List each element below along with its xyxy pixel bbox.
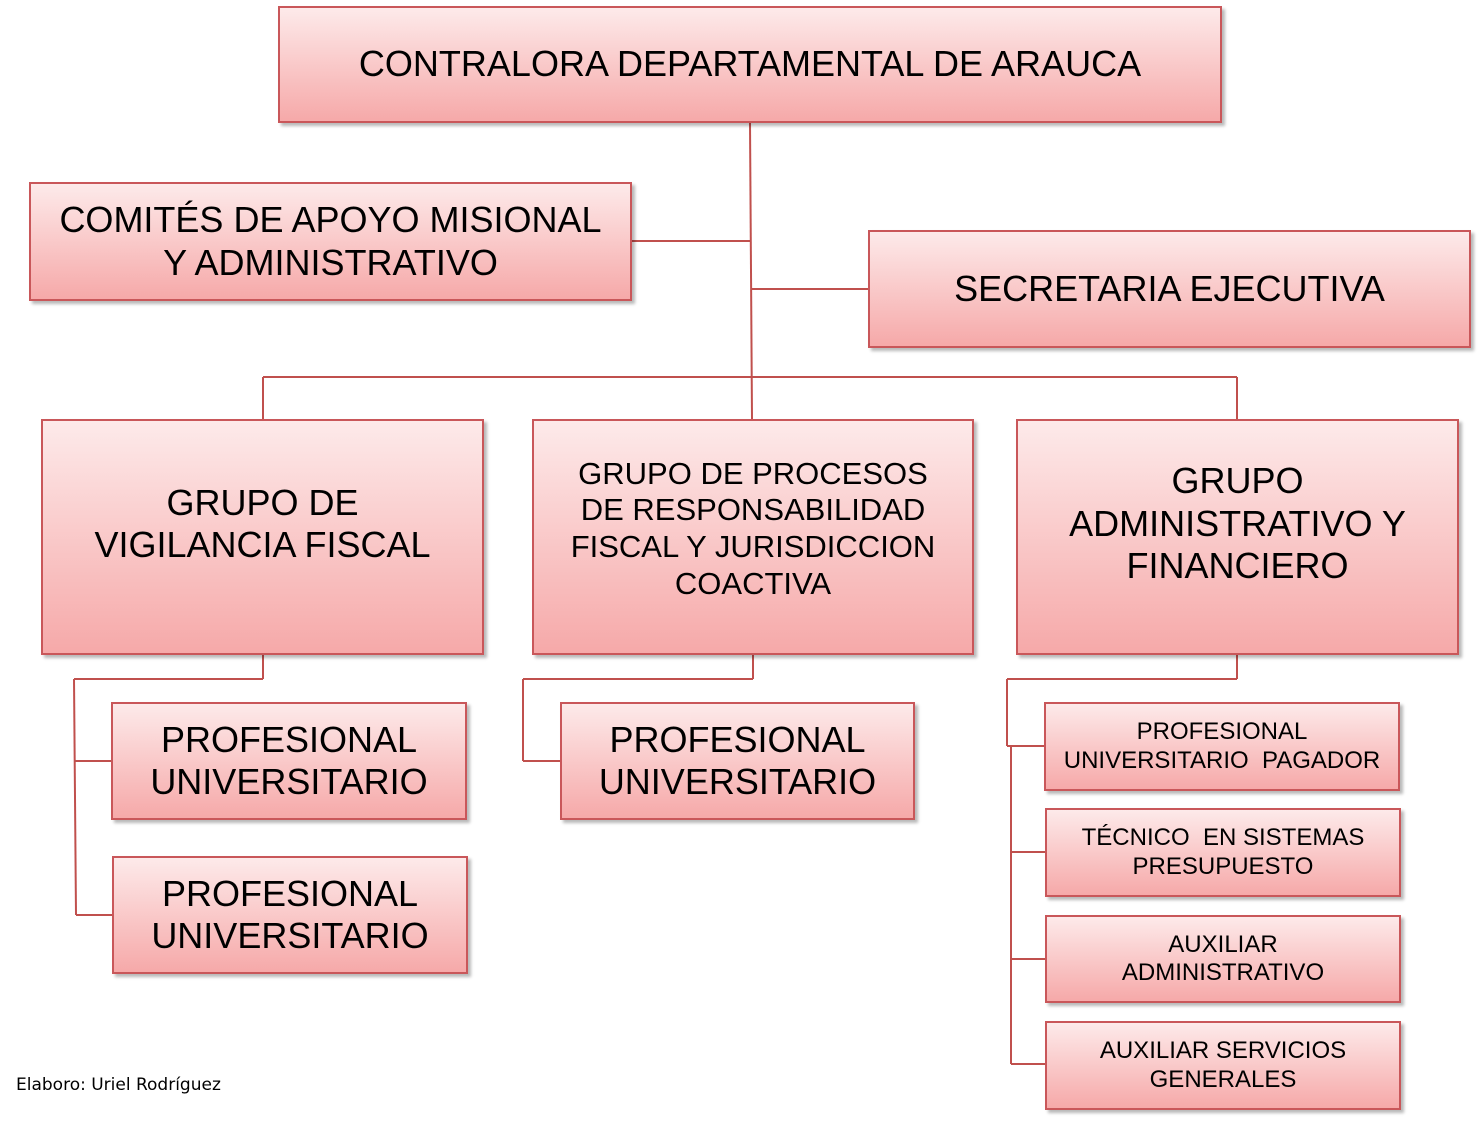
node-label-line: VIGILANCIA FISCAL [94,524,431,565]
node-secretaria-ejecutiva: SECRETARIA EJECUTIVA [868,230,1471,348]
node-label-line: CONTRALORA DEPARTAMENTAL DE ARAUCA [358,43,1142,85]
node-label-line: FISCAL Y JURISDICCION [570,529,936,564]
node-label-line: ADMINISTRATIVO [1121,959,1325,986]
node-grupo-administrativo-financiero: GRUPO ADMINISTRATIVO Y FINANCIERO [1016,419,1459,655]
node-label-line: PROFESIONAL [161,872,419,914]
node-profesional-universitario-vigilancia-1: PROFESIONAL UNIVERSITARIO [111,702,467,820]
node-label-line: UNIVERSITARIO PAGADOR [1063,746,1381,774]
node-grupo-vigilancia-fiscal: GRUPO DE VIGILANCIA FISCAL [41,419,484,655]
node-auxiliar-administrativo: AUXILIAR ADMINISTRATIVO [1045,915,1401,1003]
node-auxiliar-servicios-generales: AUXILIAR SERVICIOS GENERALES [1045,1021,1401,1110]
node-label-line: UNIVERSITARIO [151,915,429,956]
node-label-line: TÉCNICO EN SISTEMAS [1081,824,1365,852]
node-label-line: GRUPO [1171,460,1304,502]
node-comites-apoyo: COMITÉS DE APOYO MISIONAL Y ADMINISTRATI… [29,182,632,301]
node-grupo-procesos-responsabilidad: GRUPO DE PROCESOS DE RESPONSABILIDAD FIS… [532,419,974,655]
edge-line [749,122,753,420]
node-label-line: UNIVERSITARIO [598,761,877,802]
node-profesional-universitario-vigilancia-2: PROFESIONAL UNIVERSITARIO [112,856,468,974]
node-label-line: UNIVERSITARIO [150,761,428,802]
node-label-line: COACTIVA [674,565,832,601]
node-label-line: Y ADMINISTRATIVO [163,241,498,283]
node-label-line: PROFESIONAL [160,718,418,760]
author-credit: Elaboro: Uriel Rodríguez [16,1075,221,1095]
node-label-line: ADMINISTRATIVO Y [1069,502,1406,544]
node-label-line: GRUPO DE PROCESOS [578,455,928,491]
node-label-line: PROFESIONAL [609,718,866,760]
node-label-line: PROFESIONAL [1136,718,1308,746]
edge-line [73,678,77,916]
node-label-line: GRUPO DE [166,481,359,523]
node-label-line: AUXILIAR SERVICIOS [1099,1037,1347,1065]
node-label-line: FINANCIERO [1126,545,1349,587]
node-label-line: COMITÉS DE APOYO MISIONAL [59,199,602,241]
node-profesional-universitario-procesos: PROFESIONAL UNIVERSITARIO [560,702,915,820]
node-profesional-pagador: PROFESIONAL UNIVERSITARIO PAGADOR [1044,702,1400,791]
node-tecnico-sistemas: TÉCNICO EN SISTEMAS PRESUPUESTO [1045,808,1401,897]
node-label-line: PRESUPUESTO [1132,852,1314,880]
node-label-line: SECRETARIA EJECUTIVA [954,267,1385,309]
node-label-line: AUXILIAR [1168,930,1278,958]
node-label-line: DE RESPONSABILIDAD [580,492,926,528]
node-label-line: GENERALES [1149,1065,1297,1093]
node-contralora-departamental: CONTRALORA DEPARTAMENTAL DE ARAUCA [278,6,1222,123]
